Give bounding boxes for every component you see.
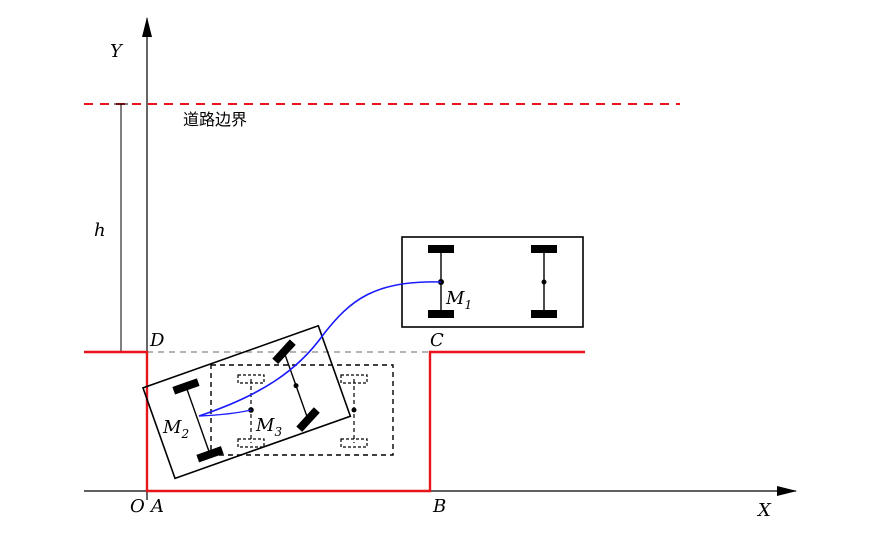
m2-label: M2 [162,417,189,441]
point-b-label: B [432,496,446,517]
vehicle-m3-rear-wheel-top [237,374,265,384]
point-c-label: C [430,330,444,351]
parking-trajectory [198,281,442,417]
vehicle-m3-front-wheel-top [340,374,368,384]
vehicle-m2 [141,324,352,480]
vehicle-m1-rear-wheel-top [428,245,454,253]
vehicle-m2-body [141,324,352,480]
height-label: h [94,220,106,241]
point-d-label: D [149,330,165,351]
vehicle-m2-front-wheel-top [272,339,296,364]
y-axis-label: Y [110,41,124,62]
m1-label: M1 [445,288,472,312]
vehicle-m1-front-axle-center [541,279,547,285]
vehicle-m2-rear-axle [185,386,211,455]
vehicle-m1-rear-wheel-bottom [428,310,454,318]
m3-label: M3 [255,415,282,439]
vehicle-m2-rear-wheel-bottom [196,446,224,463]
vehicle-m1-front-wheel-bottom [531,310,557,318]
road-boundary-label: 道路边界 [183,110,247,129]
parking-trajectory-secondary [198,409,252,417]
vehicle-m1-body [401,236,584,328]
vehicle-m2-front-wheel-bottom [296,407,320,432]
vehicle-m3-front-wheel-bottom [340,438,368,448]
vehicle-m2-front-axle-center [293,383,299,389]
parking-slot-outline [84,350,585,493]
vehicle-m3-rear-wheel-bottom [237,438,265,448]
x-axis-label: X [756,500,772,521]
vehicle-m1 [401,236,584,328]
vehicle-m1-front-wheel-top [531,245,557,253]
vehicle-m3 [210,364,394,456]
vehicle-m3-body [210,364,394,456]
point-a-label: A [149,496,164,517]
vehicle-m2-rear-wheel-top [172,378,200,395]
vehicle-m3-front-axle-center [351,407,357,413]
origin-label: O [130,496,145,517]
